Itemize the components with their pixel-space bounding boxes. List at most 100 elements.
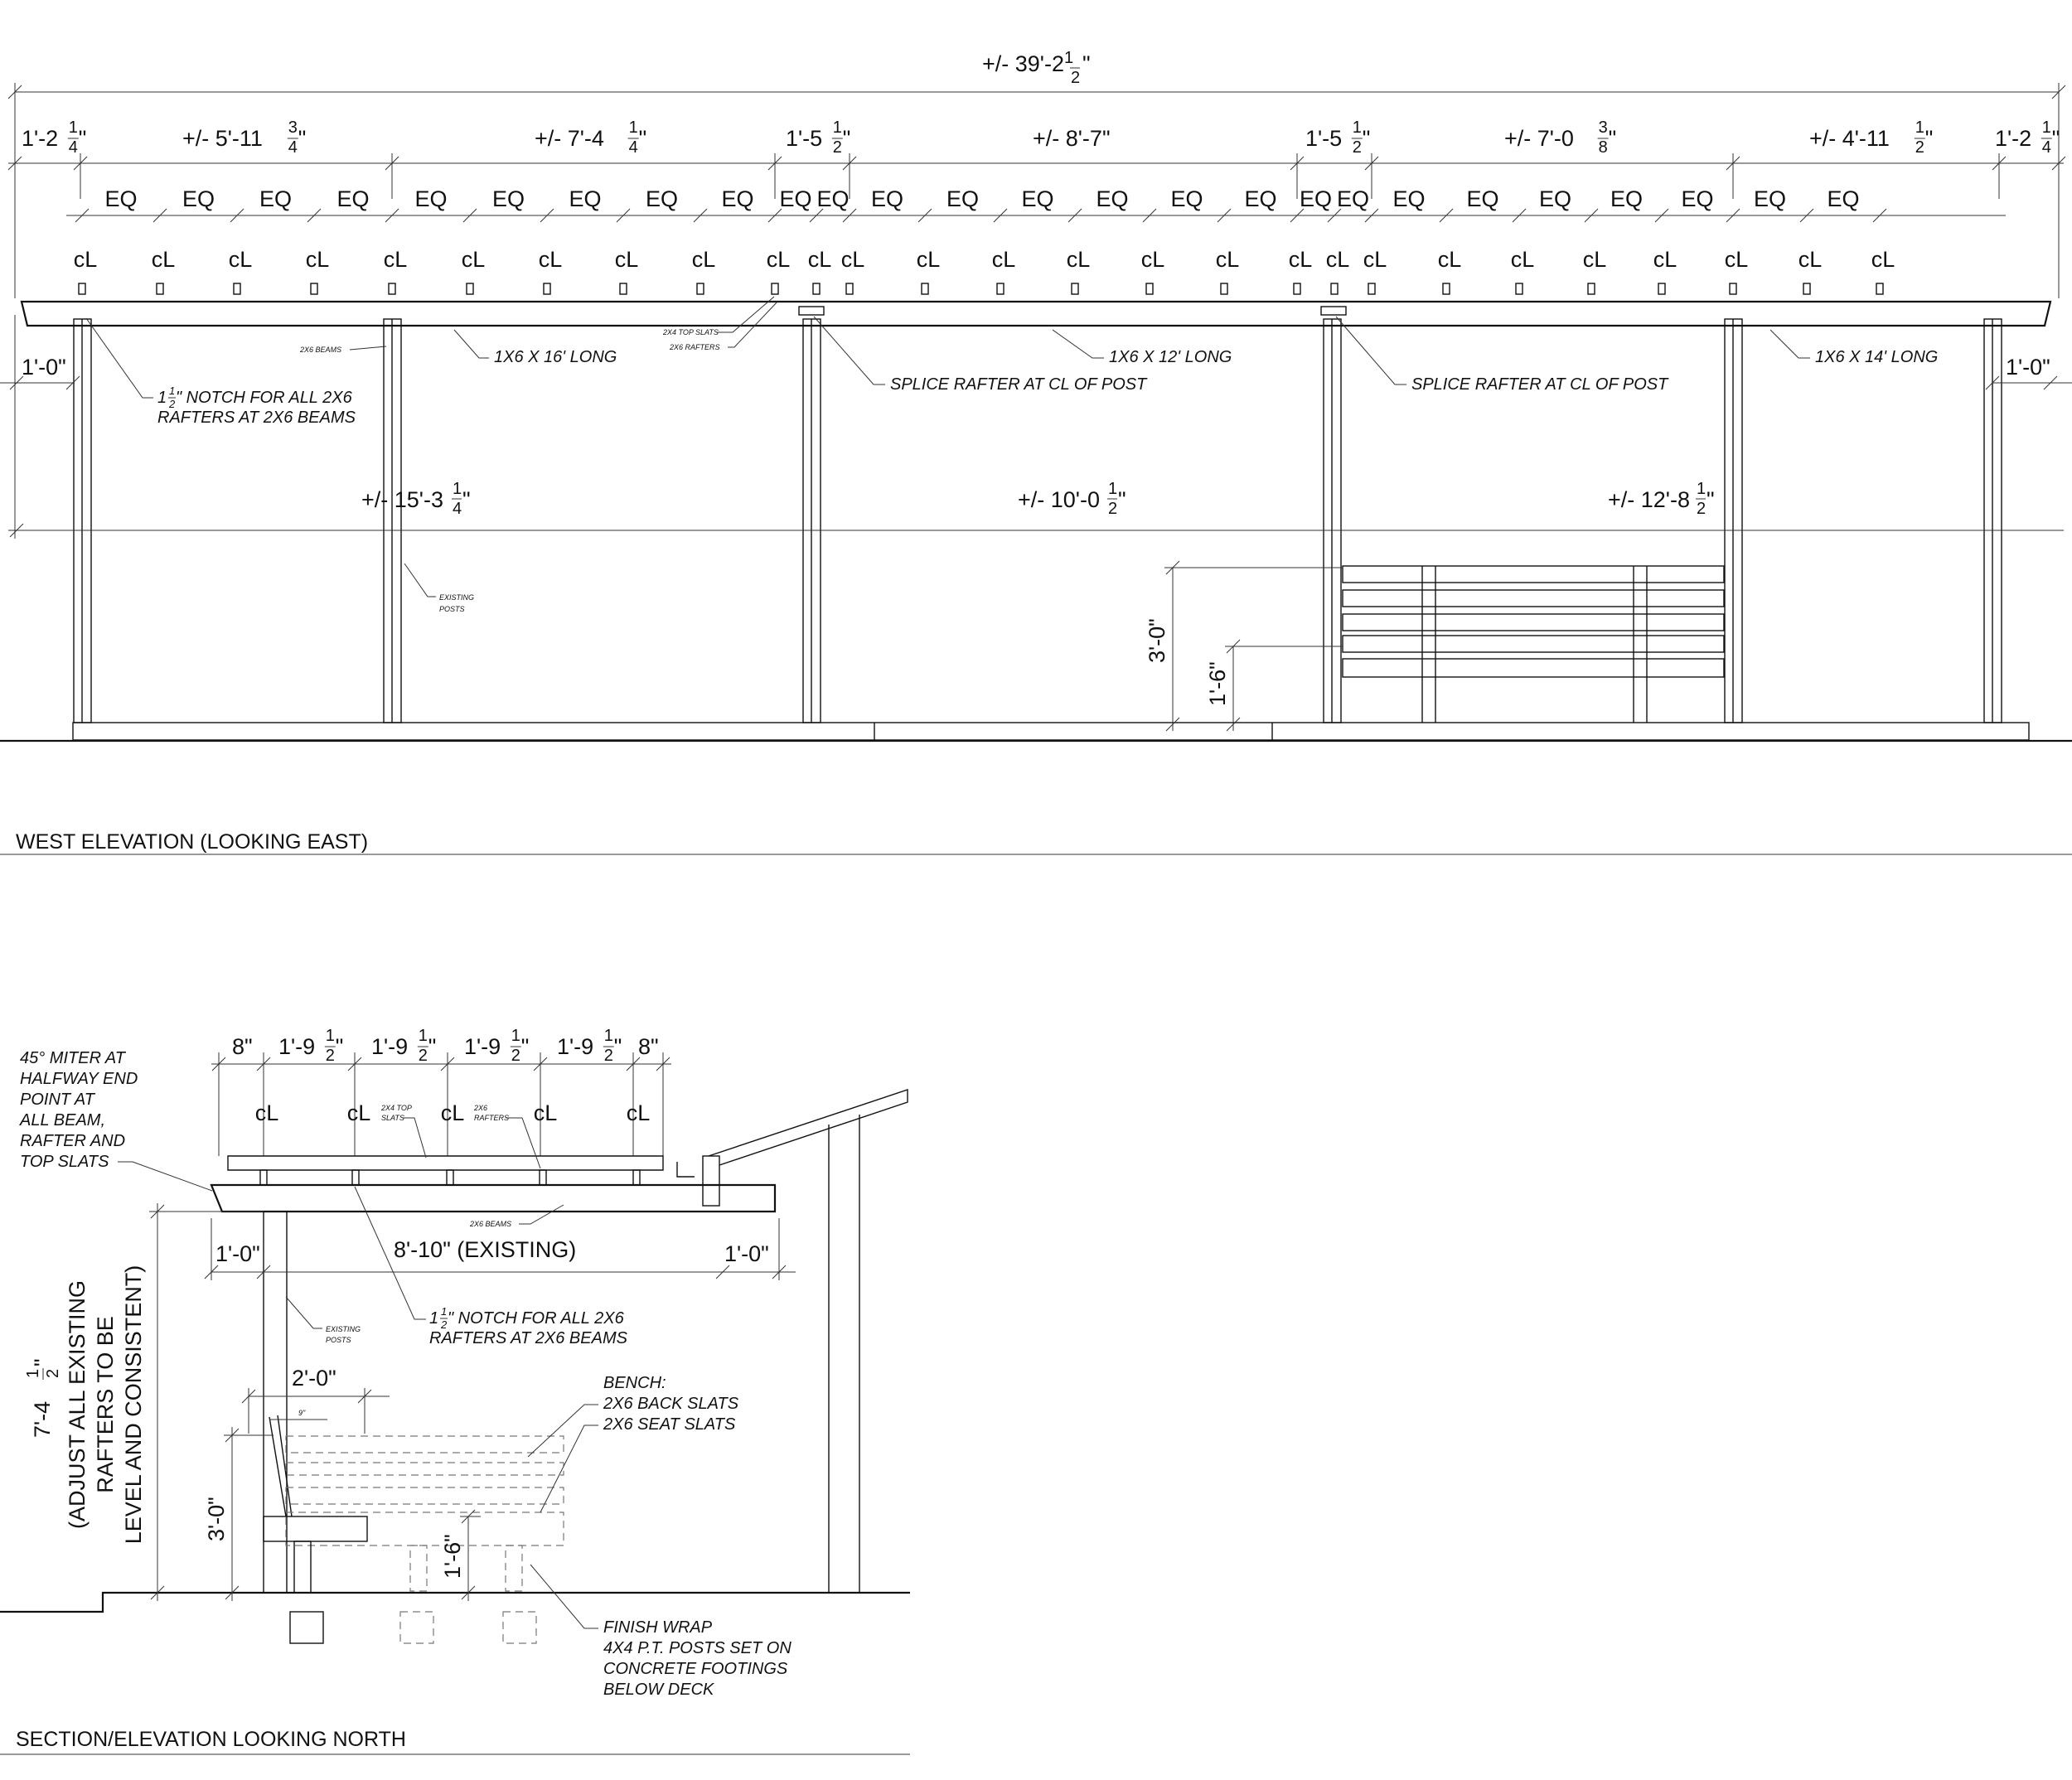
centerline-label: cL bbox=[1438, 247, 1462, 272]
section-top-dim-2-value: 1'-9 bbox=[278, 1034, 315, 1059]
svg-text:2X6 SEAT SLATS: 2X6 SEAT SLATS bbox=[603, 1415, 736, 1434]
svg-text:1: 1 bbox=[429, 1309, 438, 1328]
existing-posts-note: EXISTING bbox=[439, 593, 474, 602]
section-top-dim-2-den: 2 bbox=[326, 1047, 335, 1065]
centerline-label: cL bbox=[692, 247, 716, 272]
segment-dim-3-den: 4 bbox=[629, 138, 638, 157]
rafter-end bbox=[1145, 283, 1154, 295]
svg-text:RAFTERS TO BE: RAFTERS TO BE bbox=[93, 1316, 118, 1493]
segment-dim-2-suffix: " bbox=[298, 126, 307, 151]
svg-text:BELOW DECK: BELOW DECK bbox=[603, 1681, 715, 1699]
overall-height-label: 7'-4 1 2 " bbox=[24, 1358, 62, 1438]
section-top-dim-5-suffix: " bbox=[614, 1034, 622, 1059]
centerline-label: cL bbox=[615, 247, 639, 272]
rafter-end bbox=[78, 283, 86, 295]
svg-text:SLATS: SLATS bbox=[381, 1114, 404, 1122]
section-bench bbox=[263, 1415, 564, 1594]
svg-text:(ADJUST ALL EXISTING: (ADJUST ALL EXISTING bbox=[65, 1280, 90, 1529]
svg-text:": " bbox=[1118, 487, 1126, 512]
footing-dashed bbox=[502, 1611, 537, 1644]
centerline-label: cL bbox=[992, 247, 1016, 272]
rafter-end bbox=[1803, 283, 1811, 295]
section-top-dim-4-den: 2 bbox=[511, 1047, 520, 1065]
notch-note: 1 1 2 " NOTCH FOR ALL 2X6 RAFTERS AT 2X6… bbox=[85, 317, 356, 427]
eq-label: EQ bbox=[1610, 186, 1643, 211]
svg-text:+/- 12'-8: +/- 12'-8 bbox=[1608, 487, 1690, 512]
splice-note-2: SPLICE RAFTER AT CL OF POST bbox=[1411, 375, 1669, 394]
top-beam bbox=[20, 300, 2052, 327]
eq-label: EQ bbox=[1300, 186, 1332, 211]
rafter-end bbox=[1330, 283, 1339, 295]
seat-height-label: 1'-6" bbox=[1205, 661, 1230, 706]
centerline-label: cL bbox=[1363, 247, 1387, 272]
centerline-label: cL bbox=[1067, 247, 1091, 272]
bench-height-label: 3'-0" bbox=[1145, 618, 1169, 663]
segment-dim-9-num: 1 bbox=[2042, 119, 2051, 137]
rafter-end bbox=[1515, 283, 1523, 295]
centerline-label: cL bbox=[1289, 247, 1313, 272]
segment-dim-3-num: 1 bbox=[629, 119, 638, 137]
eq-label: EQ bbox=[816, 186, 849, 211]
section-overhang-left: 1'-0" bbox=[215, 1241, 260, 1266]
segment-dim-7-value: +/- 7'-0 bbox=[1504, 126, 1574, 151]
eq-label: EQ bbox=[259, 186, 292, 211]
rafter-end bbox=[845, 283, 854, 295]
segment-dim-4-den: 2 bbox=[833, 138, 842, 157]
svg-text:" NOTCH FOR ALL 2X6: " NOTCH FOR ALL 2X6 bbox=[176, 389, 353, 407]
svg-text:1: 1 bbox=[441, 1305, 447, 1318]
section-top-dim-4-value: 1'-9 bbox=[464, 1034, 501, 1059]
centerline-label: cL bbox=[1141, 247, 1165, 272]
svg-text:1: 1 bbox=[1697, 480, 1706, 498]
eq-label: EQ bbox=[182, 186, 215, 211]
segment-dim-6-value: 1'-5 bbox=[1305, 126, 1342, 151]
segment-dim-6-num: 1 bbox=[1353, 119, 1362, 137]
overhang-right-label: 1'-0" bbox=[2006, 355, 2050, 380]
overall-dimension-line bbox=[7, 83, 2066, 298]
bench-depth-label: 2'-0" bbox=[292, 1366, 336, 1391]
svg-text:RAFTERS: RAFTERS bbox=[474, 1114, 509, 1122]
section-span: 8'-10" (EXISTING) bbox=[394, 1237, 576, 1262]
section-top-slats-note: 2X4 TOP bbox=[380, 1104, 412, 1112]
eq-label: EQ bbox=[1170, 186, 1203, 211]
west-elevation-title: WEST ELEVATION (LOOKING EAST) bbox=[16, 830, 368, 854]
existing-roof bbox=[708, 1089, 908, 1166]
rafter-end bbox=[156, 283, 164, 295]
segment-dim-3-suffix: " bbox=[639, 126, 647, 151]
svg-text:2: 2 bbox=[1697, 500, 1706, 518]
svg-text:+/- 10'-0: +/- 10'-0 bbox=[1018, 487, 1100, 512]
svg-text:7'-4: 7'-4 bbox=[30, 1401, 55, 1438]
span-2-note: 1X6 X 12' LONG bbox=[1109, 348, 1232, 366]
svg-text:1: 1 bbox=[157, 389, 167, 407]
rafter-end bbox=[1876, 283, 1884, 295]
height-dim-3: +/- 12'-8 1 2 " bbox=[1608, 480, 1715, 518]
splice-note-1: SPLICE RAFTER AT CL OF POST bbox=[890, 375, 1148, 394]
section-seat-height: 1'-6" bbox=[440, 1534, 465, 1579]
rafter-end bbox=[921, 283, 929, 295]
top-slats-note: 2X4 TOP SLATS bbox=[662, 328, 719, 336]
rafters-note: 2X6 RAFTERS bbox=[669, 343, 720, 351]
svg-text:": " bbox=[462, 487, 471, 512]
centerline-label: cL bbox=[255, 1100, 279, 1125]
eq-label: EQ bbox=[492, 186, 525, 211]
centerline-label: cL bbox=[1511, 247, 1535, 272]
section-notch-note: 1 1 2 " NOTCH FOR ALL 2X6 RAFTERS AT 2X6… bbox=[354, 1186, 628, 1347]
svg-text:1: 1 bbox=[1108, 480, 1117, 498]
bench bbox=[1342, 565, 1725, 723]
centerline-label: cL bbox=[306, 247, 330, 272]
svg-text:2: 2 bbox=[1108, 500, 1117, 518]
rafter-end bbox=[1442, 283, 1450, 295]
segment-dim-2-num: 3 bbox=[288, 119, 298, 137]
centerline-label: cL bbox=[1653, 247, 1677, 272]
segment-dim-8-suffix: " bbox=[1925, 126, 1934, 151]
section-top-dim-3-den: 2 bbox=[419, 1047, 428, 1065]
span-3-note: 1X6 X 14' LONG bbox=[1815, 348, 1938, 366]
